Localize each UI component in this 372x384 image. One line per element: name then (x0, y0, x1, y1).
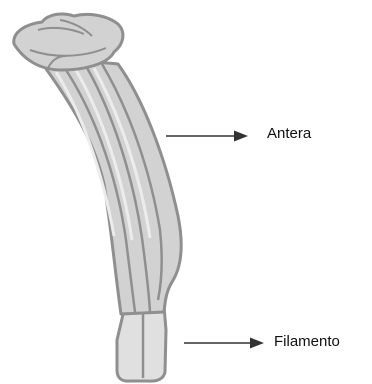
anther-cap (14, 14, 123, 70)
arrow-filamento (184, 338, 264, 349)
anther (44, 62, 181, 314)
anther-label: Antera (267, 125, 311, 142)
filament (117, 306, 166, 381)
filament-label: Filamento (274, 333, 340, 350)
arrow-antera (166, 131, 248, 142)
